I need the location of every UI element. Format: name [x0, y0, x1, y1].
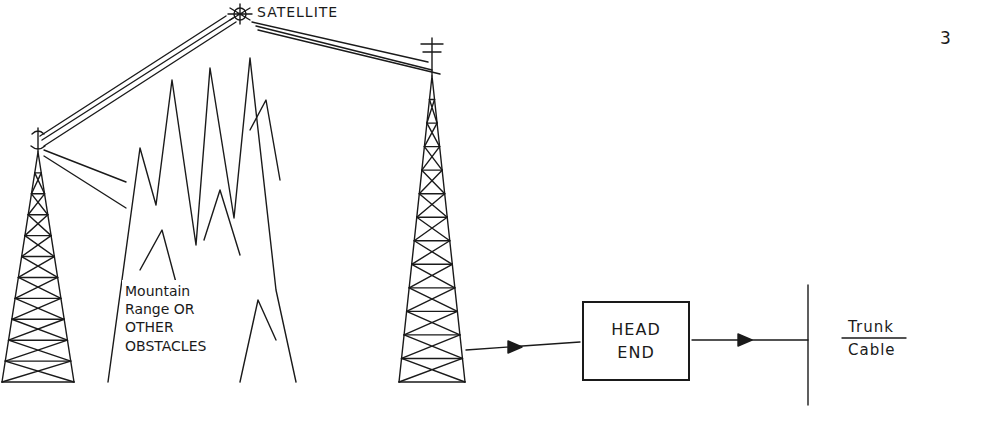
satellite-symbol [228, 4, 252, 24]
mountain-range: Mountain Range OR OTHER OBSTACLES [100, 40, 300, 385]
trunk-cable-line [807, 285, 808, 405]
box-label: HEAD END [611, 318, 660, 364]
trunk-feed-line [692, 334, 808, 346]
region-label: Mountain Range OR OTHER OBSTACLES [122, 280, 224, 357]
left-tower [2, 152, 74, 382]
page-number: 3 [940, 28, 952, 48]
left-antenna [31, 128, 45, 152]
right-tower [399, 76, 465, 382]
label-underline [842, 337, 906, 338]
satellite-label: SATELLITE [257, 4, 338, 20]
feed-line [466, 341, 580, 353]
process-box: HEAD END [582, 301, 690, 381]
cable-label: Cable [848, 341, 896, 359]
cable-label: Trunk [848, 318, 894, 336]
signal-lines [40, 16, 440, 208]
right-antenna [421, 38, 443, 76]
